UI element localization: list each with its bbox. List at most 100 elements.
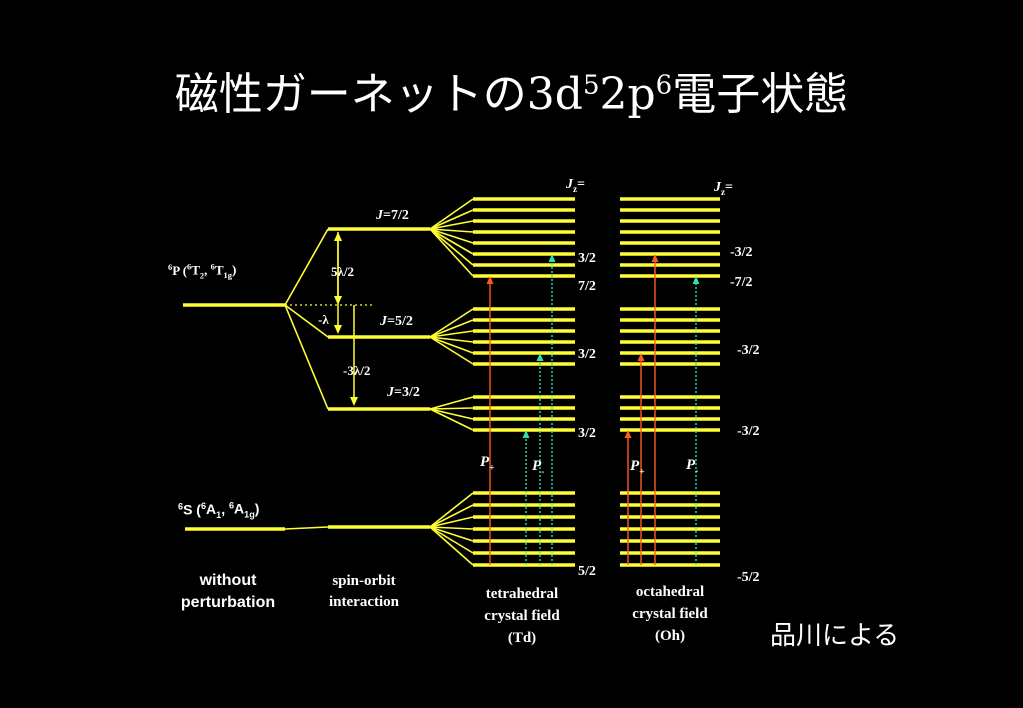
label-oh-level-2: -3/2 [737,343,760,358]
label-td-p-minus-part-1: - [541,467,544,478]
title-sup-5: 5 [582,70,600,101]
page-title: 磁性ガーネットの3d52p6電子状態 [0,58,1023,122]
label-6p-state: 6P (6T2, 6T1g) [168,261,236,280]
caption-spin-orbit-1-part-0: interaction [329,594,400,610]
label-6p-state-part-1: P ( [172,263,187,278]
arrow-minus-3l2-head [350,397,358,406]
title-suffix: 電子状態 [672,69,849,120]
caption-oh-1: crystal field [632,606,708,622]
label-minus-l: -λ [318,312,329,327]
label-6p-state-part-2: 6 [187,262,191,272]
label-6p-state-part-9: ) [232,262,236,277]
label-j72-part-1: =7/2 [383,208,409,223]
label-oh-level-1: -7/2 [730,275,753,290]
label-jz-td-part-0: J [565,177,574,192]
connector-td-j52-4 [429,336,474,354]
arrow-td-p-minus-2-head [536,353,544,361]
label-6s-state-part-8: 1g [244,510,255,520]
connector-td-ground-2 [429,516,474,528]
label-5l2: 5λ/2 [331,264,354,279]
connector-td-j52-2 [429,330,474,338]
label-6s-state-part-7: A [234,500,244,516]
label-6p-state-part-3: T [191,263,200,278]
label-oh-level-1-part-0: -7/2 [730,275,753,290]
connector-td-ground-4 [429,526,474,542]
label-j52-part-1: =5/2 [387,314,413,329]
label-6s-state-part-9: ) [255,501,260,517]
label-oh-level-4-part-0: -5/2 [737,570,760,585]
connector-td-j72-1 [429,209,474,230]
caption-without-0: without [199,572,258,589]
label-td-level-2-part-0: 3/2 [578,347,596,362]
label-oh-level-0: -3/2 [730,245,753,260]
title-mid: 2p [599,69,656,120]
connector-td-j72-0 [429,198,474,230]
label-minus-3l2: -3λ/2 [343,363,370,378]
connector-td-j52-1 [429,319,474,338]
label-td-p-minus: P- [532,458,544,478]
arrow-td-p-minus-3-head [548,254,556,262]
connector-td-j72-4 [429,228,474,244]
label-td-p-plus-part-0: P [480,454,490,470]
caption-td-2: (Td) [508,630,536,646]
credit-text: 品川による [770,621,900,651]
label-6s-state-part-4: 1 [216,510,221,520]
label-td-level-1: 7/2 [578,279,596,294]
caption-oh-2: (Oh) [655,628,685,644]
caption-oh-2-part-0: (Oh) [655,628,685,644]
arrow-oh-p-plus-1-head [624,430,632,438]
label-td-level-0-part-0: 3/2 [578,251,596,266]
connector-lines [284,198,474,566]
label-j32: J=3/2 [386,385,420,400]
caption-td-1: crystal field [484,608,560,624]
label-oh-p-plus-part-0: P [630,458,640,474]
label-td-p-plus: P+ [480,454,495,474]
connector-6p-j52 [284,304,329,338]
label-td-p-plus-part-1: + [489,463,495,474]
label-td-level-3: 3/2 [578,426,596,441]
label-6p-state-part-6: 6 [211,261,215,271]
label-minus-3l2-part-0: -3λ/2 [343,363,370,378]
arrow-minus-l-head [334,325,342,334]
arrow-td-p-plus-head [486,276,494,284]
arrow-5l2-down-head [334,296,342,305]
connector-td-j72-5 [429,228,474,255]
connector-td-j72-2 [429,220,474,230]
label-5l2-part-0: 5λ/2 [331,264,354,279]
connector-td-j52-5 [429,336,474,365]
label-j52-part-0: J [379,314,388,329]
connector-td-j52-3 [429,336,474,343]
caption-without-1-part-0: perturbation [181,594,275,611]
label-6p-state-part-8: 1g [224,270,233,280]
label-j32-part-0: J [386,385,395,400]
caption-td-0-part-0: tetrahedral [486,586,558,602]
connector-td-ground-6 [429,526,474,566]
title-prefix: 磁性ガーネットの3d [174,69,583,120]
connector-td-j32-2 [429,408,474,420]
caption-without-0-part-0: without [199,572,258,589]
label-6p-state-part-5: , [204,263,211,278]
label-jz-oh-part-2: = [725,180,733,195]
connector-td-j72-3 [429,228,474,233]
label-6s-state-part-1: S ( [183,501,201,517]
label-oh-p-plus-part-1: + [639,467,645,478]
connector-td-j32-0 [429,396,474,410]
arrow-td-p-minus-1-head [522,430,530,438]
arrow-oh-p-minus-head [692,276,700,284]
caption-spin-orbit-1: interaction [329,594,400,610]
label-6s-state-part-5: , [221,501,229,517]
connector-td-j72-7 [429,228,474,277]
connector-td-j72-6 [429,228,474,266]
label-j32-part-1: =3/2 [394,385,420,400]
caption-td-2-part-0: (Td) [508,630,536,646]
caption-spin-orbit-0: spin-orbit [332,573,395,589]
caption-oh-0: octahedral [636,584,704,600]
label-td-level-4: 5/2 [578,564,596,579]
title-sup-6: 6 [655,70,673,101]
label-oh-level-2-part-0: -3/2 [737,343,760,358]
connector-td-j52-0 [429,308,474,338]
label-6s-state-part-3: A [206,501,216,517]
label-jz-td-part-1: z [573,184,577,194]
diagram-labels: 6P (6T2, 6T1g)6S (6A1, 6A1g)J=7/2J=5/2J=… [168,177,760,646]
